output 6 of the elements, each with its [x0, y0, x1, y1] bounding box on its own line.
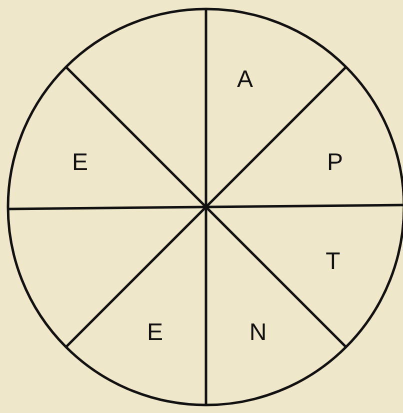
sector-letter: E — [147, 321, 163, 345]
sector-letter: P — [327, 151, 343, 175]
sector-letter: N — [249, 321, 267, 345]
sector-letter: A — [237, 68, 253, 92]
sector-letter: E — [72, 151, 88, 175]
sector-letter: T — [326, 250, 340, 274]
